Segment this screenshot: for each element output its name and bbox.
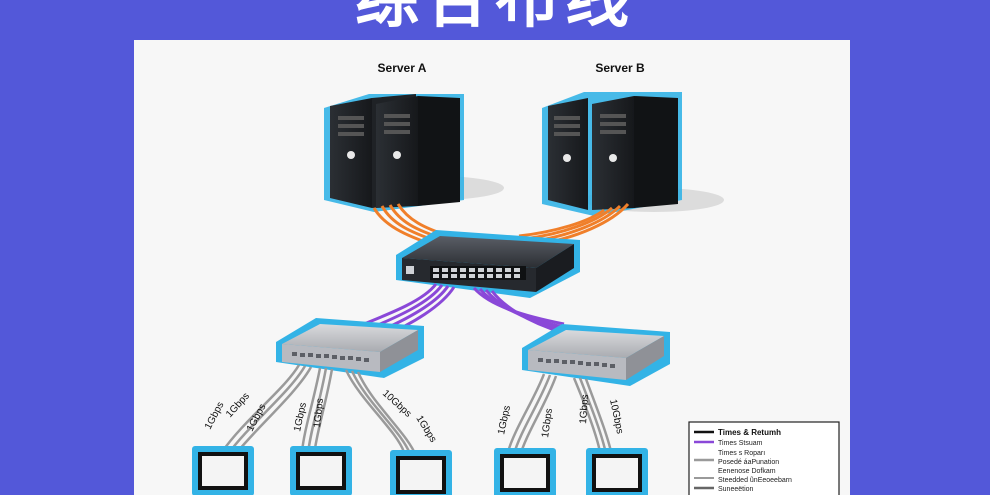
server-a-label: Server A [378,61,427,75]
link-label: 10Gbps [380,388,413,420]
link-label: 1Gbps [540,408,555,439]
link-label: 1Gbps [496,405,513,436]
svg-text:Suneeëtion: Suneeëtion [718,486,754,493]
diagram-panel: Server A Server B [134,40,850,495]
link-labels: 1Gbps 1Gbps 1Gbps 1Gbps 10Gbps 1Gbps 1Gb… [203,388,625,445]
server-a [324,94,504,212]
monitor-icon [390,450,452,495]
link-label: 1Gbps [312,398,326,428]
monitor-icon [290,446,352,495]
workstations [192,446,648,495]
monitor-icon [586,448,648,495]
link-label: 1Gbps [203,400,227,431]
legend: Times & Retumh Times Stsuam Times s Ropa… [688,421,840,495]
link-label: 1Gbps [578,394,591,424]
server-b [542,92,724,216]
monitor-icon [494,448,556,495]
svg-text:Times Stsuam: Times Stsuam [718,440,763,447]
svg-text:Times & Retumh: Times & Retumh [718,428,781,437]
link-label: 1Gbps [224,391,252,420]
legend-item: Times & Retumh [694,428,781,437]
server-b-label: Server B [595,61,645,75]
svg-text:Eenenose Dofkam: Eenenose Dofkam [718,468,776,475]
svg-text:Steedded ũnEeoeebarn: Steedded ũnEeoeebarn [718,477,792,484]
legend-item: Suneeëtion [694,486,754,493]
access-switch-left [276,318,424,378]
legend-item: Posedé áaPunation [694,458,779,466]
gray-cables [220,364,614,457]
link-label: 1Gbps [413,414,438,445]
access-switch-right [522,324,670,386]
monitor-icon [192,446,254,495]
core-switch [396,230,580,298]
svg-text:Posedé áaPunation: Posedé áaPunation [718,459,779,466]
legend-item: Eenenose Dofkam [718,468,776,475]
svg-text:Times s Roparı: Times s Roparı [718,450,765,457]
legend-item: Steedded ũnEeoeebarn [694,477,792,484]
legend-item: Times s Roparı [718,450,765,457]
legend-item: Times Stsuam [694,440,763,447]
link-label: 1Gbps [245,402,269,433]
network-diagram: Server A Server B [192,61,840,495]
link-label: 10Gbps [607,398,625,435]
page-title: 综合布线 [355,0,635,37]
